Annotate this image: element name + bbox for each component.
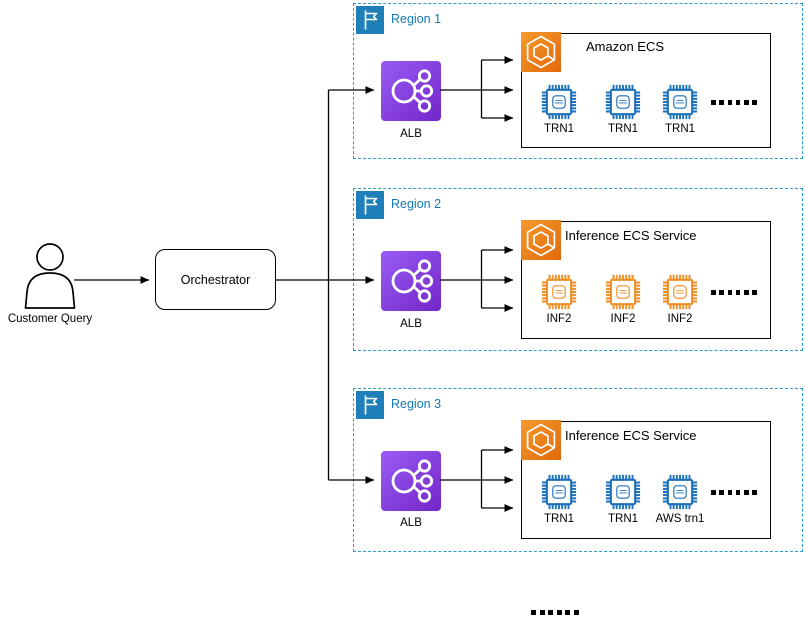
chip-label: TRN1 (543, 513, 575, 525)
alb-label: ALB (400, 318, 422, 330)
chip-label: TRN1 (607, 123, 639, 135)
region-2-boundary: Region 2 ALB Inference ECS Service INF2 … (353, 188, 803, 351)
orchestrator-label: Orchestrator (180, 272, 251, 287)
service-title: Amazon ECS (586, 39, 665, 54)
chip-label: TRN1 (664, 123, 696, 135)
service-title: Inference ECS Service (565, 428, 697, 443)
chip-label: TRN1 (607, 513, 639, 525)
accelerator-chip-icon (661, 273, 699, 311)
accelerator-chip-icon (661, 473, 699, 511)
chip-label: AWS trn1 (655, 513, 705, 525)
accelerator-chip-icon (540, 83, 578, 121)
ecs-icon (521, 32, 561, 72)
accelerator-chip-icon (540, 273, 578, 311)
accelerator-chip-icon (661, 83, 699, 121)
more-regions-ellipsis-icon (531, 609, 579, 615)
chip-label: INF2 (546, 313, 572, 325)
accelerator-chip-icon (540, 473, 578, 511)
region-label: Region 3 (391, 397, 442, 411)
region-flag-icon (356, 391, 384, 419)
region-flag-icon (356, 6, 384, 34)
alb-icon (381, 61, 441, 121)
region-flag-icon (356, 191, 384, 219)
alb-icon (381, 251, 441, 311)
orchestrator-node: Orchestrator (155, 249, 276, 310)
customer-query-label: Customer Query (7, 313, 93, 325)
region-3-boundary: Region 3 ALB Inference ECS Service TRN1 … (353, 388, 803, 552)
ellipsis-dots-icon (711, 490, 757, 495)
alb-label: ALB (400, 128, 422, 140)
chip-label: INF2 (610, 313, 636, 325)
accelerator-chip-icon (604, 273, 642, 311)
ecs-service-box (521, 221, 771, 339)
accelerator-chip-icon (604, 83, 642, 121)
region-1-boundary: Region 1 ALB Amazon ECS TRN1 TRN1 TRN1 (353, 3, 803, 159)
region-label: Region 2 (391, 197, 442, 211)
ellipsis-dots-icon (711, 100, 757, 105)
service-title: Inference ECS Service (565, 228, 697, 243)
alb-icon (381, 451, 441, 511)
chip-label: INF2 (667, 313, 693, 325)
ecs-icon (521, 220, 561, 260)
chip-label: TRN1 (543, 123, 575, 135)
person-icon (18, 242, 82, 310)
ecs-icon (521, 420, 561, 460)
region-label: Region 1 (391, 12, 442, 26)
accelerator-chip-icon (604, 473, 642, 511)
ellipsis-dots-icon (711, 290, 757, 295)
alb-label: ALB (400, 517, 422, 529)
